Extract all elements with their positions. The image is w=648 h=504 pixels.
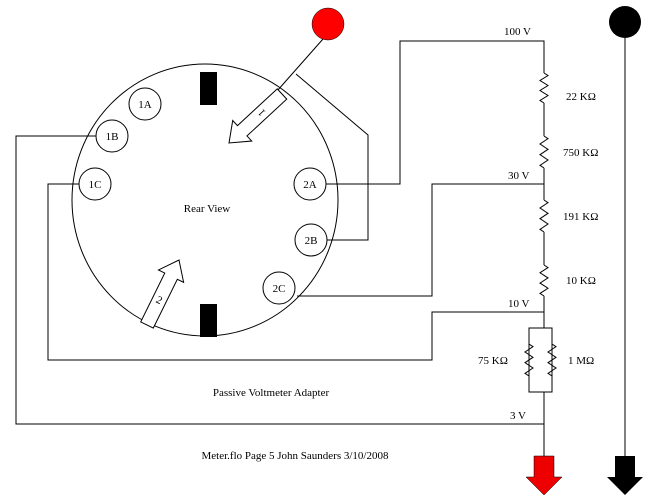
resistor-1m-label: 1 MΩ (568, 355, 594, 367)
positive-probe-icon[interactable] (311, 7, 345, 41)
diagram-title: Passive Voltmeter Adapter (213, 387, 330, 399)
socket-pins: 1A 1B 1C 2A 2B 2C (78, 87, 328, 305)
pin-label: 2A (303, 179, 317, 191)
footer-caption: Meter.flo Page 5 John Saunders 3/10/2008 (202, 450, 389, 462)
pin-2c: 2C (262, 271, 296, 305)
node-10v-label: 10 V (508, 298, 530, 310)
resistor-750k-icon (539, 135, 549, 169)
pin-label: 1B (106, 131, 119, 143)
node-100v-label: 100 V (504, 26, 531, 38)
wire-1b-3v (15, 135, 544, 425)
pin-circle (78, 167, 112, 201)
selector-arrows: 12 (140, 88, 288, 329)
wire-1c-10v (47, 183, 544, 361)
pin-1b: 1B (95, 119, 129, 153)
pin-label: 2C (273, 283, 286, 295)
pin-1a: 1A (128, 87, 162, 121)
resistor-1m-icon (547, 343, 557, 377)
resistor-22k-label: 22 KΩ (566, 91, 596, 103)
key-tab-top (200, 72, 217, 105)
wire-2a-100v (326, 40, 545, 185)
positive-output-arrow-icon (525, 455, 563, 496)
resistor-75k-icon (524, 343, 534, 377)
resistor-191k-label: 191 KΩ (563, 211, 598, 223)
node-30v-label: 30 V (508, 170, 530, 182)
resistor-191k-icon (539, 199, 549, 233)
pin-circle (293, 167, 327, 201)
pin-label: 2B (305, 235, 318, 247)
arrow-label: 2 (154, 294, 164, 307)
wire-2c-30v (297, 183, 544, 297)
pin-circle (128, 87, 162, 121)
arrow-icon (228, 88, 288, 144)
resistor-750k-label: 750 KΩ (563, 147, 598, 159)
selector-arrow-1: 1 (228, 88, 288, 144)
resistor-10k-label: 10 KΩ (566, 275, 596, 287)
parallel-branch (528, 327, 553, 393)
pin-2a: 2A (293, 167, 327, 201)
rear-view-label: Rear View (184, 203, 231, 215)
resistor-chain (524, 72, 557, 424)
negative-probe-icon[interactable] (609, 6, 641, 38)
resistor-75k-label: 75 KΩ (478, 355, 508, 367)
pin-circle (95, 119, 129, 153)
pin-circle (262, 271, 296, 305)
pin-2b: 2B (294, 223, 328, 257)
selector-arrow-2: 2 (140, 259, 185, 329)
resistor-22k-icon (539, 72, 549, 104)
pin-label: 1A (138, 99, 152, 111)
negative-output-arrow-icon (607, 456, 643, 495)
pin-circle (294, 223, 328, 257)
key-tab-bottom (200, 304, 217, 337)
pin-label: 1C (89, 179, 102, 191)
resistor-10k-icon (539, 264, 549, 297)
node-3v-label: 3 V (510, 410, 526, 422)
pin-1c: 1C (78, 167, 112, 201)
wire-probe-2b (295, 73, 369, 241)
arrow-icon (140, 259, 185, 329)
